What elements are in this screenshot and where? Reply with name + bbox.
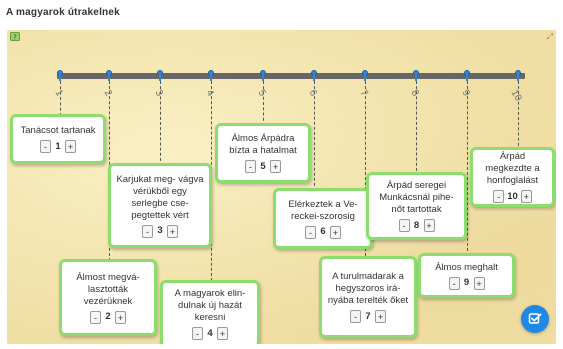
order-value: 3 — [157, 225, 163, 236]
decrement-button[interactable]: - — [493, 190, 505, 203]
tick-label: 10 — [508, 88, 524, 104]
event-card[interactable]: Álmos Árpádra bízta a hatalmat - 5 + — [215, 123, 311, 183]
event-card-text: A magyarok elin- dulnak új hazát keresni — [174, 288, 246, 323]
tick-label: 7 — [357, 88, 370, 99]
tick-label: 9 — [459, 88, 472, 99]
order-stepper: - 6 + — [305, 225, 341, 239]
event-card[interactable]: Árpád seregei Munkácsnál pihe- nőt tarto… — [366, 172, 467, 240]
order-value: 1 — [55, 140, 61, 152]
timeline-pin-icon — [515, 70, 521, 81]
event-card[interactable]: A magyarok elin- dulnak új hazát keresni… — [160, 280, 260, 344]
fullscreen-icon[interactable]: ⤢ — [546, 32, 553, 41]
tick-label: 4 — [203, 88, 216, 99]
decrement-button[interactable]: - — [305, 225, 316, 239]
decrement-button[interactable]: - — [192, 327, 203, 340]
increment-button[interactable]: + — [115, 310, 126, 324]
tick-label: 1 — [52, 88, 65, 99]
order-value: 2 — [105, 311, 111, 322]
increment-button[interactable]: + — [217, 327, 228, 340]
event-card[interactable]: Karjukat meg- vágva vérükből egy serlegb… — [108, 163, 212, 248]
increment-button[interactable]: + — [423, 219, 435, 232]
order-value: 4 — [207, 327, 213, 339]
decrement-button[interactable]: - — [245, 160, 256, 173]
timeline-pin-icon — [464, 70, 470, 81]
timeline-pin-icon — [208, 70, 214, 81]
event-card-text: Elérkeztek a Ve- reckei-szorosig — [288, 198, 358, 222]
increment-button[interactable]: + — [167, 224, 178, 238]
event-card[interactable]: Álmost megvá- lasztották vezérüknek - 2 … — [59, 259, 157, 336]
svg-text:?: ? — [13, 34, 17, 42]
order-value: 5 — [260, 160, 266, 172]
decrement-button[interactable]: - — [142, 224, 153, 238]
event-card[interactable]: Álmos meghalt - 9 + — [418, 253, 515, 298]
event-card-text: Álmos meghalt — [435, 261, 498, 273]
order-stepper: - 3 + — [142, 224, 178, 238]
timeline-axis — [57, 73, 525, 79]
decrement-button[interactable]: - — [90, 310, 101, 324]
connector-line — [263, 81, 265, 126]
event-card[interactable]: Elérkeztek a Ve- reckei-szorosig - 6 + — [273, 188, 373, 249]
timeline-pin-icon — [157, 70, 163, 81]
order-value: 8 — [413, 219, 420, 231]
event-card-text: Álmos Árpádra bízta a hatalmat — [229, 133, 297, 156]
increment-button[interactable]: + — [520, 190, 532, 203]
order-value: 6 — [320, 226, 326, 237]
timeline-pin-icon — [106, 70, 112, 81]
connector-line — [518, 81, 520, 151]
connector-line — [416, 81, 418, 176]
event-card-text: Árpád seregei Munkácsnál pihe- nőt tarto… — [379, 180, 454, 215]
order-stepper: - 1 + — [40, 140, 76, 153]
order-stepper: - 8 + — [398, 219, 435, 232]
check-icon — [528, 313, 542, 324]
order-value: 7 — [365, 310, 371, 322]
order-stepper: - 2 + — [90, 310, 126, 324]
order-stepper: - 5 + — [245, 160, 281, 173]
connector-line — [314, 81, 316, 191]
event-card-text: A turulmadarak a hegyszoros irá- nyába t… — [327, 271, 409, 306]
order-stepper: - 7 + — [350, 310, 386, 323]
order-stepper: - 10 + — [493, 190, 532, 203]
increment-button[interactable]: + — [65, 140, 76, 153]
timeline-pin-icon — [260, 70, 266, 81]
order-stepper: - 4 + — [192, 327, 228, 340]
order-value: 9 — [463, 277, 470, 288]
event-card-text: Karjukat meg- vágva vérükből egy serlegb… — [116, 173, 204, 221]
connector-line — [467, 81, 469, 256]
timeline-pin-icon — [57, 70, 63, 81]
increment-button[interactable]: + — [270, 160, 281, 173]
timeline-pin-icon — [311, 70, 317, 81]
connector-line — [365, 81, 367, 256]
increment-button[interactable]: + — [375, 310, 386, 323]
tick-label: 8 — [408, 88, 421, 99]
increment-button[interactable]: + — [473, 276, 485, 290]
decrement-button[interactable]: - — [448, 276, 460, 290]
tick-label: 3 — [152, 88, 165, 99]
event-card-text: Árpád megkezdte a honfoglalást — [485, 151, 540, 186]
decrement-button[interactable]: - — [350, 310, 361, 323]
tick-label: 2 — [101, 88, 114, 99]
order-stepper: - 9 + — [448, 276, 485, 290]
tick-label: 6 — [306, 88, 319, 99]
page-title: A magyarok útrakelnek — [6, 7, 120, 18]
tick-label: 5 — [255, 88, 268, 99]
decrement-button[interactable]: - — [398, 219, 410, 232]
check-answers-button[interactable] — [521, 305, 549, 333]
event-card[interactable]: Tanácsot tartanak - 1 + — [10, 114, 106, 164]
decrement-button[interactable]: - — [40, 140, 51, 153]
connector-line — [60, 81, 62, 116]
increment-button[interactable]: + — [330, 225, 341, 239]
timeline-board: ? ⤢ 1 2 3 4 5 6 7 8 9 10 Tanácsot tartan… — [7, 30, 556, 344]
event-card[interactable]: Árpád megkezdte a honfoglalást - 10 + — [470, 147, 555, 207]
timeline-pin-icon — [362, 70, 368, 81]
timeline-pin-icon — [413, 70, 419, 81]
event-card-text: Tanácsot tartanak — [20, 125, 96, 136]
order-value: 10 — [507, 190, 518, 202]
event-card[interactable]: A turulmadarak a hegyszoros irá- nyába t… — [319, 256, 417, 338]
event-card-text: Álmost megvá- lasztották vezérüknek — [76, 271, 140, 307]
help-icon[interactable]: ? — [10, 32, 21, 43]
connector-line — [160, 81, 162, 166]
